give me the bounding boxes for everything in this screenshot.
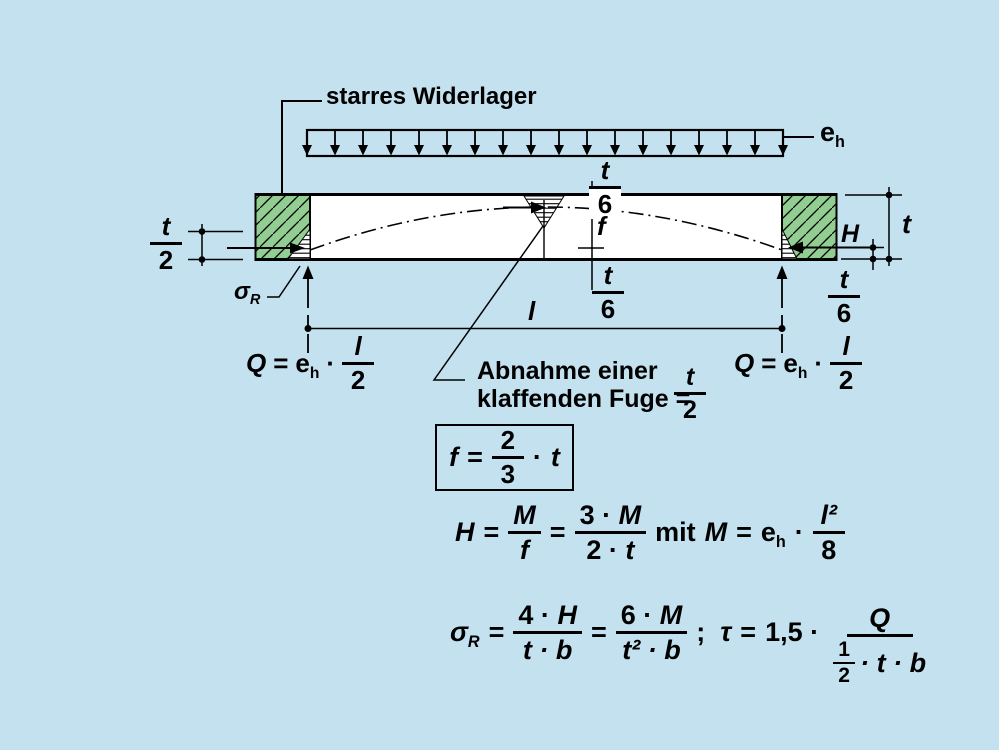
dim-t-right-lines bbox=[841, 187, 902, 266]
dim-t6-bottom-label: t 6 bbox=[592, 261, 624, 324]
dim-t2-left-label: t 2 bbox=[150, 212, 182, 275]
boxed-frac: 2 3 bbox=[491, 426, 524, 489]
sigma-frac1: 4 · H t · b bbox=[513, 601, 582, 665]
crown-thrust-arrow bbox=[503, 201, 546, 214]
dim-t6-top-label: t 6 bbox=[589, 156, 621, 219]
thrust-line-arc bbox=[309, 206, 783, 251]
h-formula-row: H = M f = 3 · M 2 · t mit M = eh · l² 8 bbox=[455, 501, 845, 565]
tau-frac: Q 1 2 · t · b bbox=[828, 604, 931, 688]
dim-t2-left-lines bbox=[188, 224, 243, 266]
widerlager-leader-line bbox=[281, 100, 322, 193]
reaction-arrow-right bbox=[776, 265, 788, 353]
boxed-formula-f: f = 2 3 · t bbox=[435, 424, 574, 491]
abnahme-line2: klaffenden Fuge = bbox=[477, 385, 691, 413]
load-band bbox=[305, 128, 785, 158]
sigma-leader-line bbox=[267, 265, 301, 298]
tau-half-frac: 1 2 bbox=[833, 639, 856, 687]
right-thrust-arrow bbox=[788, 241, 873, 254]
sigma-row-lhs: σR bbox=[450, 617, 480, 652]
h-row-e: eh bbox=[760, 517, 786, 552]
stress-triangle-right bbox=[781, 228, 798, 260]
abnahme-leader-line bbox=[432, 225, 544, 381]
h-label: H bbox=[841, 220, 860, 248]
span-label: l bbox=[528, 296, 536, 326]
q-left-e: eh bbox=[295, 348, 320, 383]
q-formula-left: Q = eh · l 2 bbox=[246, 332, 375, 395]
f-label: f bbox=[597, 211, 606, 241]
t-label: t bbox=[902, 209, 911, 239]
q-right-e: eh bbox=[783, 348, 808, 383]
reaction-arrow-left bbox=[302, 265, 314, 353]
q-right-frac: l 2 bbox=[830, 332, 863, 395]
abnahme-frac: t 2 bbox=[674, 364, 706, 424]
load-arrows bbox=[302, 131, 788, 156]
h-frac2: 3 · M 2 · t bbox=[574, 501, 647, 565]
sigma-formula-row: σR = 4 · H t · b = 6 · M t² · b ; τ = 1,… bbox=[450, 578, 931, 688]
dim-t6-right-lines bbox=[862, 239, 884, 270]
load-label: eh bbox=[820, 117, 845, 151]
widerlager-label: starres Widerlager bbox=[326, 83, 537, 110]
dim-span-lines bbox=[304, 325, 786, 332]
abnahme-line1: Abnahme einer bbox=[477, 357, 658, 385]
load-label-sub: h bbox=[835, 133, 845, 152]
h-frac1: M f bbox=[508, 501, 541, 565]
q-left-frac: l 2 bbox=[342, 332, 375, 395]
sigma-label: σR bbox=[234, 278, 261, 309]
q-formula-right: Q = eh · l 2 bbox=[734, 332, 863, 395]
dim-t6-right-label: t 6 bbox=[828, 265, 860, 328]
load-label-base: e bbox=[820, 117, 836, 147]
h-frac3: l² 8 bbox=[812, 501, 845, 565]
sigma-frac2: 6 · M t² · b bbox=[615, 601, 688, 665]
left-stress-arrow bbox=[227, 242, 305, 254]
